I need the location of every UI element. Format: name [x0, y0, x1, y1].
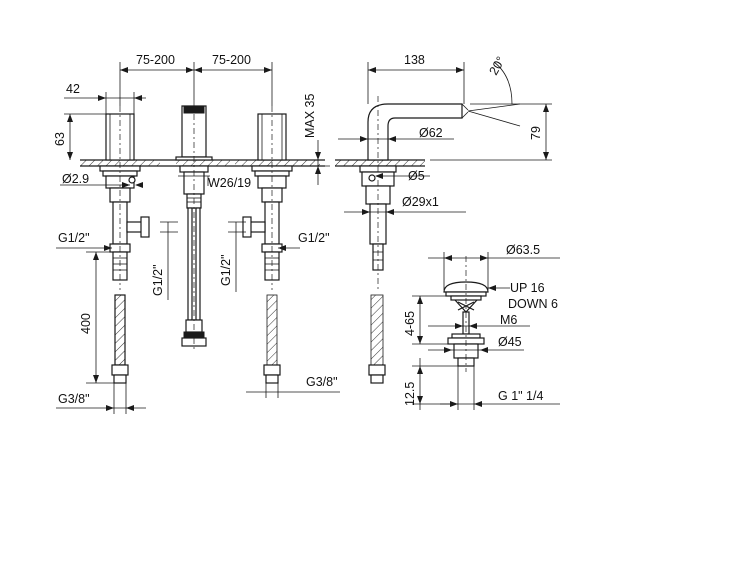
waste-range-label: 4-65: [403, 311, 417, 336]
waste-down-label: DOWN 6: [508, 297, 558, 311]
spacing-left-label: 75-200: [136, 53, 175, 67]
inlet-left-label: G1/2": [58, 231, 90, 245]
spout-height-label: 79: [529, 126, 543, 140]
deck-surface-right: [335, 159, 425, 167]
spout-reach-label: 138: [404, 53, 425, 67]
center-spout-front: [175, 100, 213, 350]
right-valve: [242, 106, 293, 290]
wrench-label: W26/19: [208, 176, 251, 190]
waste-flange-label: Ø45: [498, 335, 522, 349]
max-deck-label: MAX 35: [303, 93, 317, 138]
waste-depth-label: 12.5: [403, 382, 417, 406]
waste-thread-label: M6: [500, 313, 517, 327]
right-hose: [263, 294, 281, 384]
left-valve: [99, 106, 150, 290]
body-height-label: 63: [53, 132, 67, 146]
mount-dia-label: Ø29x1: [402, 195, 439, 209]
waste-up-label: UP 16: [510, 281, 545, 295]
body-width-label: 42: [66, 82, 80, 96]
outlet-right-label: G3/8": [306, 375, 338, 389]
small-hole-left-label: Ø2.9: [62, 172, 89, 186]
side-view-spout: [359, 96, 469, 384]
inlet-mid-right-label: G1/2": [219, 254, 233, 286]
spacing-right-label: 75-200: [212, 53, 251, 67]
outlet-left-label: G3/8": [58, 392, 90, 406]
deck-surface-left: [80, 159, 325, 167]
left-hose: [111, 294, 129, 384]
waste-assembly: [443, 256, 489, 372]
inlet-right-label: G1/2": [298, 231, 330, 245]
waste-outlet-label: G 1" 1/4: [498, 389, 543, 403]
inlet-mid-left-label: G1/2": [151, 264, 165, 296]
dimension-lines: [56, 61, 560, 414]
waste-dia-label: Ø63.5: [506, 243, 540, 257]
small-hole-right-label: Ø5: [408, 169, 425, 183]
spout-base-dia-label: Ø62: [419, 126, 443, 140]
hose-length-label: 400: [79, 313, 93, 334]
